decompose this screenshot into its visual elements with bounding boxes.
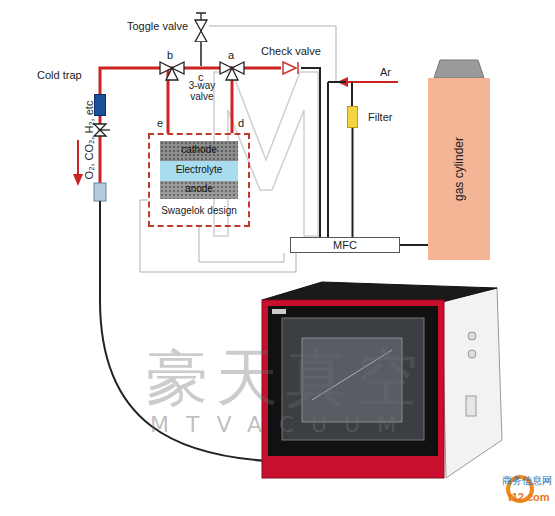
instrument-side [442,288,502,478]
line-letter: e [157,117,163,129]
connector [94,183,106,201]
filter: Filter [347,106,358,128]
pipe-connector [352,128,354,237]
gas-line [328,81,346,83]
valve-handle [100,129,110,130]
toggle-symbol-part [200,13,201,20]
port-letter: b [167,49,173,61]
gas-line [327,82,329,237]
three-way-valve [166,68,178,80]
inlet-arrow [346,81,398,83]
cold-trap: Cold trap [94,94,106,116]
toggle-valve-text: Toggle valve [127,20,188,32]
instrument-button [468,332,476,340]
cell-box-text: Swagelok design [150,205,248,216]
pipe-connector [301,68,320,237]
gas-cylinder: gas cylinder [428,78,490,260]
gas-cylinder-text: gas cylinder [452,137,466,201]
electrolyte-layer: Electrolyte [160,161,238,181]
check-symbol-part [283,62,296,74]
electrolyte-layer-text: Electrolyte [160,164,238,175]
toggle-symbol [193,10,209,42]
check-valve-text: Check valve [261,45,321,57]
filter-text: Filter [368,111,392,123]
gas-label: Ar [380,66,391,78]
watermark: MTVACUUM [150,412,413,437]
line-letter: d [238,117,244,129]
toggle-symbol-part [195,20,207,31]
site-name: 商务信息网 [502,474,552,488]
watermark: 豪天真空 [146,336,426,420]
shutoff-valve [94,130,106,136]
toggle-symbol-part [196,12,206,14]
valve-label: 3-way valve [184,80,220,102]
anode-layer-text: anode [160,183,238,194]
cathode-layer-text: cathode [160,144,238,155]
cylinder-cap [434,60,484,78]
instrument-button [468,350,476,358]
cold-trap-text: Cold trap [37,69,82,81]
flow-arrow-head [73,174,83,186]
pipe-connector [100,68,168,133]
instrument-port [466,396,476,416]
anode-layer: anode [160,181,238,199]
gray-line [140,200,296,272]
valve-stem [200,42,202,66]
pipe-connector [232,68,281,133]
cell-box: Swagelok design cathodeElectrolyte anode [148,133,250,227]
instrument-badge [272,309,286,314]
exhaust-label: O₂, CO₂, H₂, etc [83,101,95,180]
three-way-valve [226,68,238,80]
toggle-valve: Toggle valve [193,10,209,42]
check-valve: Check valve [281,60,301,76]
flow-arrow [77,140,79,176]
port-letter: a [228,49,234,61]
mfc-box-text: MFC [291,239,399,251]
gas-line [351,82,353,106]
site-url: t12.com [508,491,550,503]
gray-line [209,26,336,82]
toggle-symbol-part [195,31,207,42]
cathode-layer: cathode [160,141,238,161]
mfc-box: MFC [290,237,400,253]
gray-line [199,227,284,262]
check-symbol [281,60,301,76]
check-symbol-part [297,62,299,74]
instrument-lid [262,282,497,302]
pipe-connector [400,244,428,246]
